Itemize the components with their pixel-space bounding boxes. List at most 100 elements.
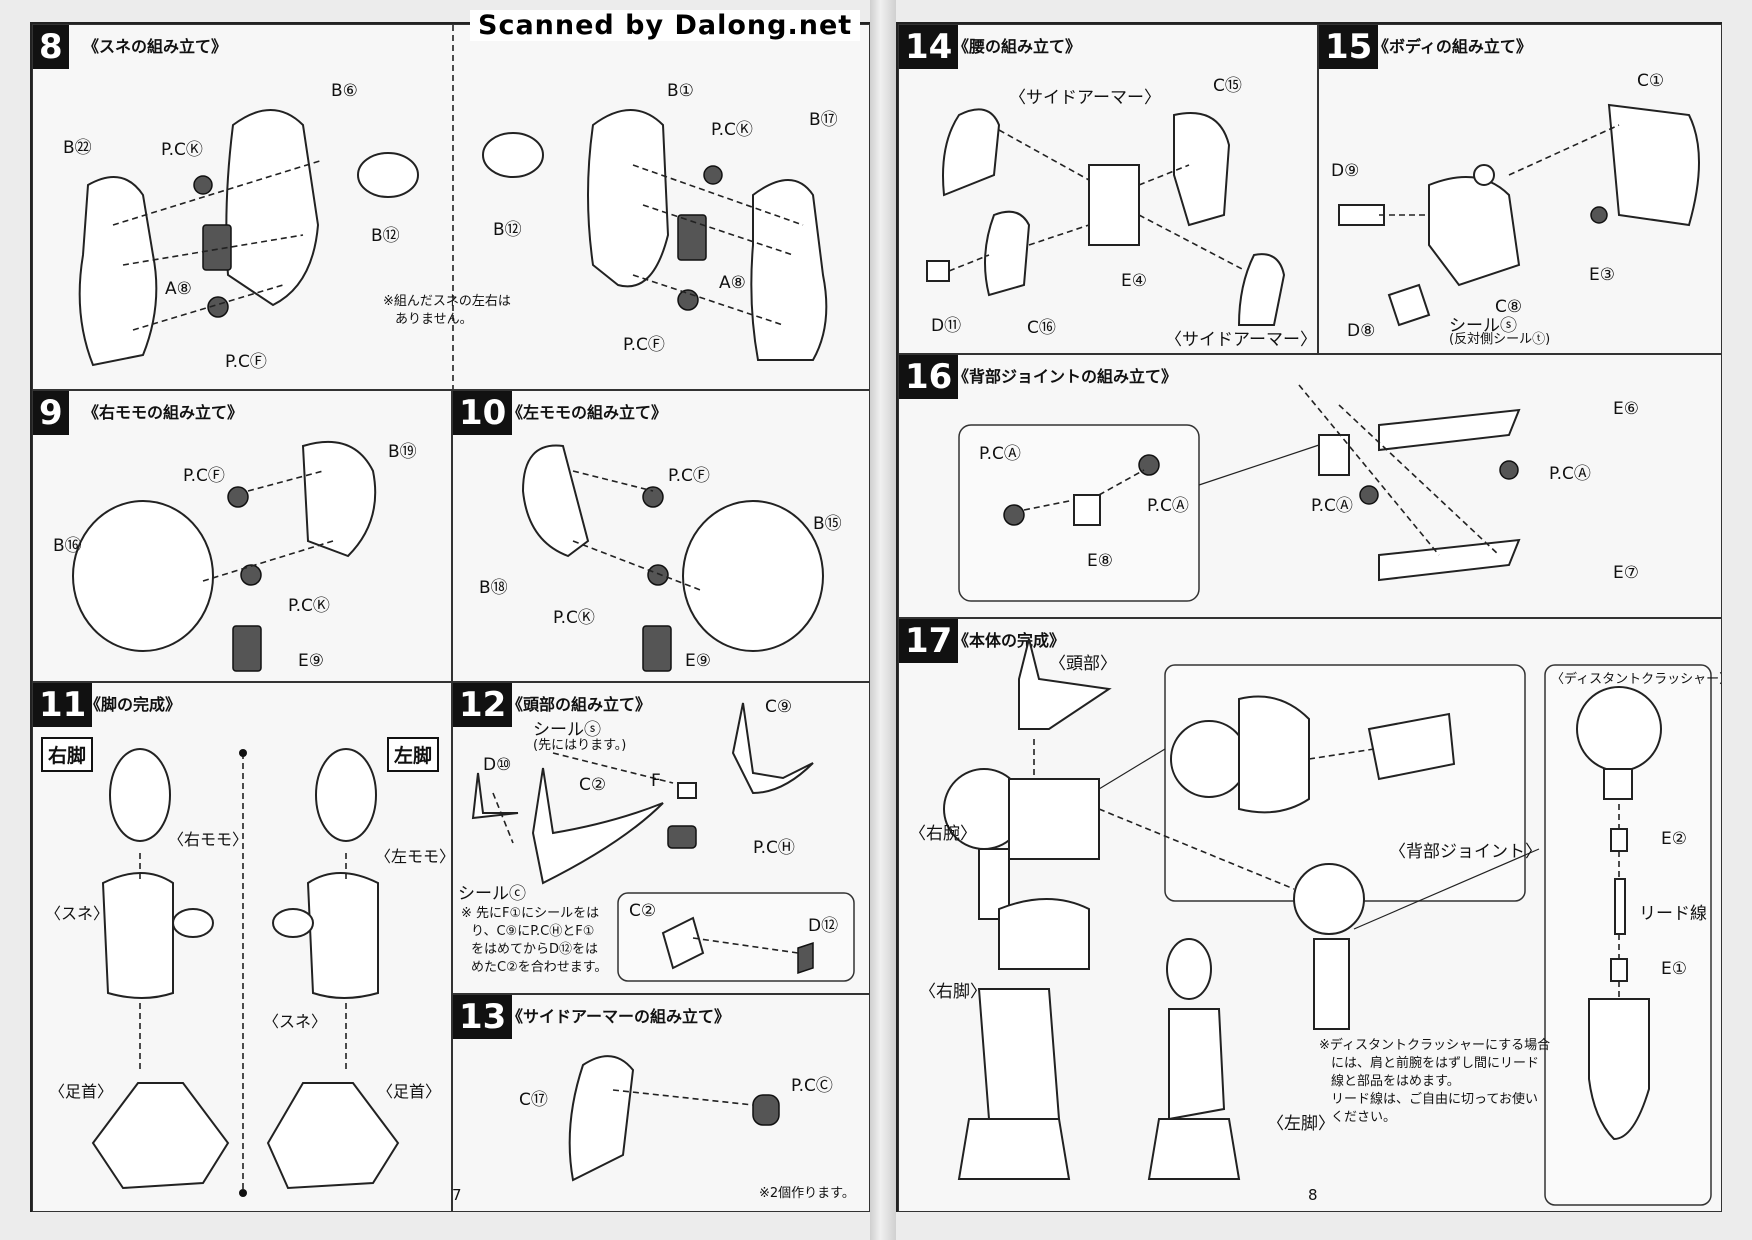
part-label: F [651, 771, 661, 791]
note-line: ※ディスタントクラッシャーにする場合 [1319, 1038, 1551, 1053]
part-label: E⑨ [685, 651, 711, 671]
step-title: 《頭部の組み立て》 [507, 695, 652, 714]
step-11-illustration [91, 748, 400, 1197]
part-label: P.CⓀ [711, 120, 753, 140]
step-9-illustration [72, 440, 377, 672]
part-label: C⑯ [1027, 318, 1056, 338]
page-number: 8 [1308, 1186, 1318, 1204]
step-title: 《脚の完成》 [85, 695, 182, 714]
step-17-illustration [943, 638, 1712, 1206]
part-label: シールⓢ [533, 720, 601, 740]
note-line: をはめてからD⑫をは [471, 942, 599, 957]
part-label: 〈右腕〉 [909, 824, 977, 844]
step-number: 15 [1319, 25, 1379, 69]
part-label: シールⓢ [1449, 316, 1517, 336]
step-14-illustration [926, 108, 1286, 326]
part-label: B㉒ [63, 138, 92, 158]
note-line: ※2個作ります。 [759, 1186, 855, 1201]
part-label: E① [1661, 959, 1687, 979]
part-label: C⑨ [765, 697, 793, 717]
step-number: 9 [33, 391, 69, 435]
left-page: 8 《スネの組み立て》 [30, 22, 870, 1212]
step-11-panel: 11 《脚の完成》 右脚 左脚 〈右モモ〉 [32, 682, 452, 1212]
part-label: 〈左脚〉 [1267, 1114, 1335, 1134]
part-label: P.CⒶ [1147, 496, 1189, 516]
note-line: ください。 [1331, 1110, 1397, 1125]
step-title: 《ボディの組み立て》 [1373, 37, 1532, 56]
part-label: P.CⒻ [225, 352, 267, 372]
part-label: B⑰ [809, 110, 838, 130]
page-number: 7 [452, 1186, 462, 1204]
part-label: B⑥ [331, 81, 358, 101]
part-label: P.CⒻ [183, 466, 225, 486]
step-number: 13 [453, 995, 513, 1039]
part-label: P.CⒽ [753, 838, 795, 858]
step-title: 《スネの組み立て》 [83, 37, 228, 56]
part-label: P.CⓀ [553, 608, 595, 628]
part-label: B⑫ [371, 226, 400, 246]
step-16-panel: 16 《背部ジョイントの組み立て》 P.CⒶ P.CⒶ E⑧ [898, 354, 1722, 618]
part-label: B⑮ [813, 514, 842, 534]
part-label: C② [629, 901, 657, 921]
step-8-illustration [78, 25, 828, 389]
step-number: 12 [453, 683, 513, 727]
part-label: 〈サイドアーマー〉 [1009, 88, 1161, 108]
part-label: D⑧ [1347, 321, 1376, 341]
note-line: ありません。 [395, 312, 473, 327]
step-number: 14 [899, 25, 959, 69]
step-title: 《サイドアーマーの組み立て》 [507, 1007, 731, 1026]
step-15-illustration [1338, 103, 1700, 327]
step-12-panel: 12 《頭部の組み立て》 シールⓢ (先にはります。) D⑩ C② F C⑨ [452, 682, 870, 994]
part-label: E⑥ [1613, 399, 1639, 419]
step-17-panel: 17 《本体の完成》 [898, 618, 1722, 1212]
part-label: P.CⒻ [668, 466, 710, 486]
part-label: A⑧ [165, 279, 192, 299]
part-label: P.CⒻ [623, 335, 665, 355]
part-label: E④ [1121, 271, 1147, 291]
step-13-illustration [568, 1055, 780, 1182]
step-title: 《腰の組み立て》 [953, 37, 1082, 56]
part-label: P.CⓀ [288, 596, 330, 616]
step-title: 《本体の完成》 [953, 631, 1066, 650]
part-label: シールⓒ [458, 884, 526, 904]
note-line: 線と部品をはめます。 [1331, 1074, 1460, 1089]
note-line: には、肩と前腕をはずし間にリード [1331, 1056, 1540, 1071]
step-8-panel: 8 《スネの組み立て》 [32, 24, 870, 390]
part-label: C① [1637, 71, 1665, 91]
step-15-panel: 15 《ボディの組み立て》 C① D⑨ E③ C⑧ D⑧ シールⓢ (反対側シー… [1318, 24, 1722, 354]
part-label: E⑧ [1087, 551, 1113, 571]
note-line: ※組んだスネの左右は [383, 294, 511, 309]
step-number: 8 [33, 25, 69, 69]
part-label: E⑦ [1613, 563, 1639, 583]
part-label: 〈サイドアーマー〉 [1165, 330, 1317, 350]
part-label: B⑱ [479, 578, 508, 598]
part-label: 〈足首〉 [49, 1082, 114, 1101]
step-10-illustration [521, 444, 824, 672]
note-line: ※ 先にF①にシールをは [461, 906, 600, 921]
step-10-panel: 10 《左モモの組み立て》 P.CⒻ B⑱ B⑮ P.CⓀ E⑨ [452, 390, 870, 682]
gutter [870, 0, 896, 1240]
right-leg-box: 右脚 [41, 737, 94, 772]
part-label: D⑫ [808, 916, 839, 936]
part-label: 〈スネ〉 [263, 1012, 328, 1031]
part-label: E⑨ [298, 651, 324, 671]
part-label: (反対側シールⓣ) [1449, 332, 1551, 347]
step-13-panel: 13 《サイドアーマーの組み立て》 C⑰ P.CⒸ ※2個作ります。 [452, 994, 870, 1212]
part-label: D⑪ [931, 316, 962, 336]
part-label: 〈スネ〉 [45, 904, 110, 923]
part-label: P.CⓀ [161, 140, 203, 160]
part-label: E② [1661, 829, 1687, 849]
part-label: D⑨ [1331, 161, 1360, 181]
note-line: り、C⑨にP.CⒽとF① [471, 924, 595, 939]
note-line: リード線は、ご自由に切ってお使い [1331, 1092, 1538, 1107]
step-title: 《右モモの組み立て》 [83, 403, 244, 422]
part-label: P.CⒸ [791, 1076, 833, 1096]
part-label: B⑲ [388, 442, 417, 462]
step-16-illustration [958, 384, 1521, 602]
step-number: 10 [453, 391, 513, 435]
note-line: めたC②を合わせます。 [471, 960, 608, 975]
part-label: B① [667, 81, 694, 101]
part-label: A⑧ [719, 273, 746, 293]
right-page: 14 《腰の組み立て》 〈サイドアーマー〉 C⑮ D⑪ C⑯ E④ 〈サイドアー… [896, 22, 1722, 1212]
